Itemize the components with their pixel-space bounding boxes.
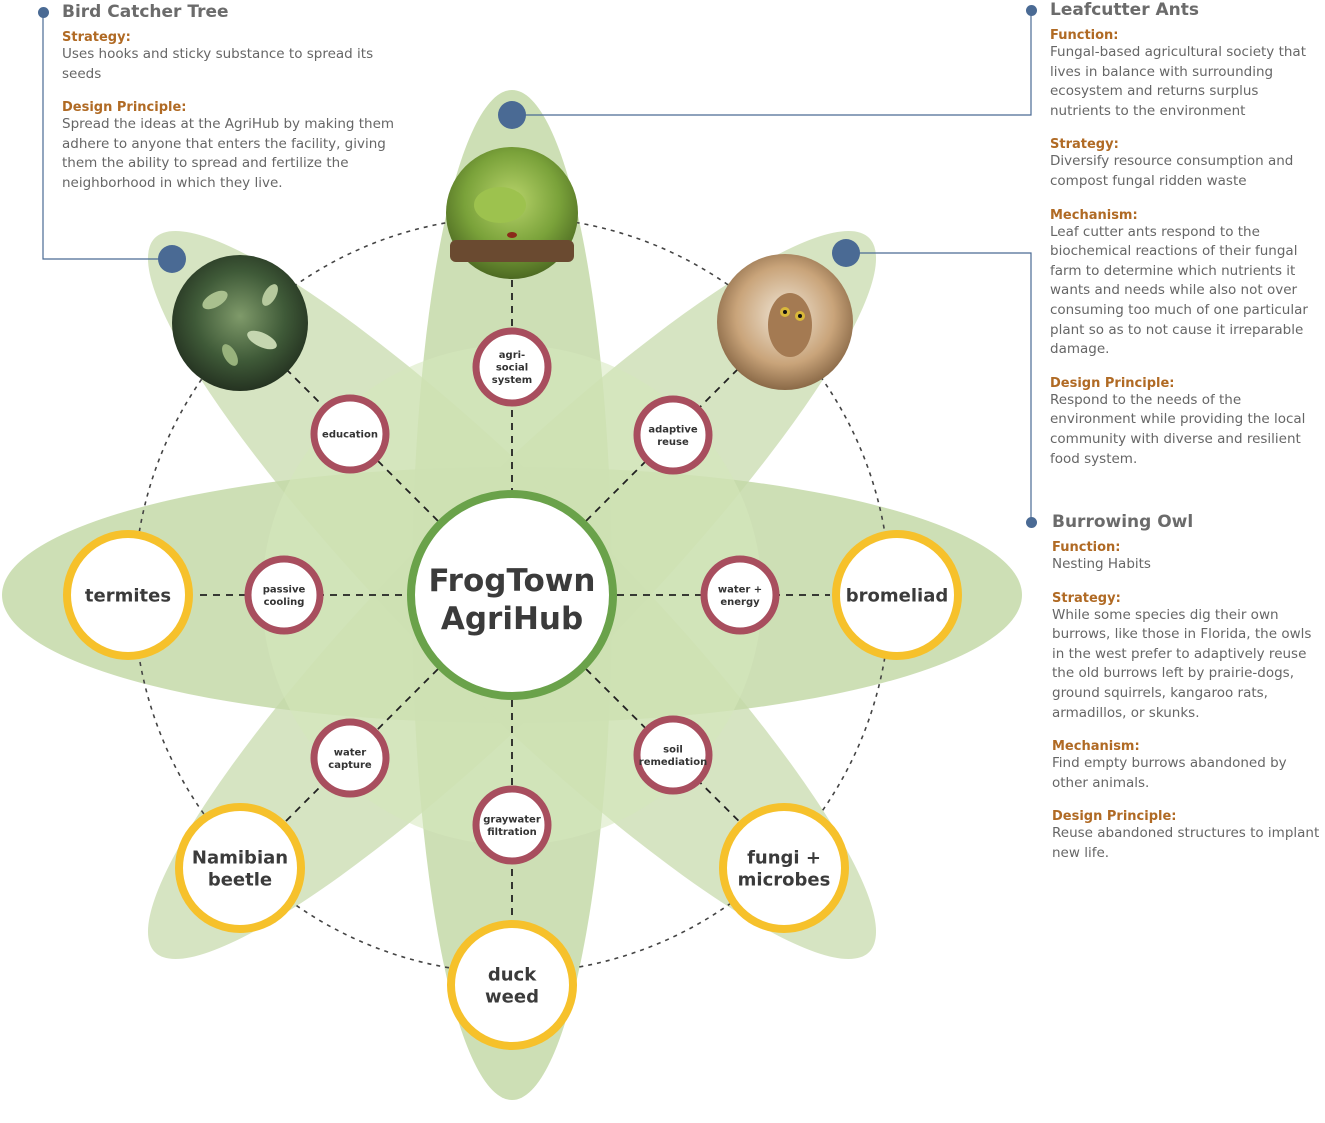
info-panel-bird-catcher-tree: Bird Catcher Tree Strategy:Uses hooks an… <box>38 2 412 210</box>
strategy-node-ring <box>633 395 713 475</box>
strategy-node-label: soil <box>663 744 683 755</box>
section-text: While some species dig their own burrows… <box>1052 606 1312 721</box>
strategy-node-label: water <box>334 747 367 758</box>
strategy-node-label: reuse <box>657 437 689 448</box>
section-label: Function: <box>1052 540 1121 555</box>
bullet-dot <box>1026 5 1037 16</box>
strategy-node-label: energy <box>720 597 760 608</box>
organism-node-ring <box>832 530 962 660</box>
organism-node-label: weed <box>485 986 539 1007</box>
organism-node-ring <box>63 530 193 660</box>
hub-title-line2: AgriHub <box>441 601 583 637</box>
section-text: Uses hooks and sticky substance to sprea… <box>62 46 374 82</box>
section-label: Design Principle: <box>1050 375 1175 391</box>
strategy-node-label: agri- <box>499 350 525 361</box>
organism-node-label: duck <box>488 964 537 985</box>
photo-bird-catcher-tree <box>172 255 308 391</box>
section-label: Strategy: <box>1050 137 1119 153</box>
organism-node-label: fungi + <box>747 847 821 868</box>
section-label: Strategy: <box>1052 590 1121 606</box>
strategy-node-ring <box>472 785 552 865</box>
organism-node-ring <box>175 803 305 933</box>
organism-node-label: beetle <box>208 869 272 890</box>
panel-title: Burrowing Owl <box>1052 512 1194 532</box>
organism-node-ring <box>719 803 849 933</box>
panel-title: Bird Catcher Tree <box>62 2 229 22</box>
leader-lines <box>42 12 1032 521</box>
section-text: Reuse abandoned structures to implant ne… <box>1052 825 1320 861</box>
organism-node-label: microbes <box>738 869 831 890</box>
strategy-node-label: graywater <box>483 814 541 825</box>
panel-title: Leafcutter Ants <box>1050 0 1199 20</box>
section-text: Respond to the needs of the environment … <box>1050 391 1306 467</box>
strategy-node-adaptive-reuse: adaptive reuse <box>633 395 713 475</box>
strategy-node-ring <box>310 394 390 474</box>
connector-dot-bird-catcher <box>158 245 186 273</box>
connector-dot-owl <box>832 239 860 267</box>
strategy-node-ring <box>472 327 552 407</box>
hub-title-line1: FrogTown <box>428 563 595 599</box>
section-label: Design Principle: <box>62 100 187 116</box>
section-label: Mechanism: <box>1050 207 1138 223</box>
strategy-node-water-energy: water + energy <box>700 555 780 635</box>
strategy-node-water-capture: water capture <box>310 718 390 798</box>
bullet-dot <box>38 7 49 18</box>
strategy-node-ring <box>633 715 713 795</box>
strategy-node-label: cooling <box>264 597 305 608</box>
strategy-node-label: system <box>492 375 532 386</box>
organism-node-termites: termites <box>63 530 193 660</box>
strategy-node-label: filtration <box>487 827 537 838</box>
strategy-node-ring <box>310 718 390 798</box>
section-text: Find empty burrows abandoned by other an… <box>1052 755 1287 791</box>
strategy-node-label: passive <box>263 584 306 595</box>
photo-burrowing-owl <box>717 254 853 390</box>
strategy-node-passive-cooling: passive cooling <box>244 555 324 635</box>
organism-node-ring <box>447 920 577 1050</box>
info-panel-leafcutter-ants: Leafcutter Ants Function:Fungal-based ag… <box>1026 0 1320 485</box>
organism-node-label: termites <box>85 585 171 606</box>
photo-leafcutter-ants <box>446 147 578 279</box>
section-text: Spread the ideas at the AgriHub by makin… <box>62 116 395 191</box>
strategy-node-label: social <box>496 363 528 374</box>
strategy-node-education: education <box>310 394 390 474</box>
organism-node-fungi-microbes: fungi +microbes <box>719 803 849 933</box>
organism-node-bromeliad: bromeliad <box>832 530 962 660</box>
strategy-node-soil-remediation: soil remediation <box>633 715 713 795</box>
strategy-node-ring <box>244 555 324 635</box>
strategy-node-label: adaptive <box>648 424 698 435</box>
section-label: Design Principle: <box>1052 809 1177 825</box>
section-label: Strategy: <box>62 30 131 45</box>
section-label: Mechanism: <box>1052 739 1140 755</box>
section-label: Function: <box>1050 28 1119 43</box>
strategy-node-ring <box>700 555 780 635</box>
strategy-node-label: water + <box>718 584 762 595</box>
strategy-node-label: education <box>322 430 378 441</box>
bullet-dot <box>1026 517 1037 528</box>
organism-node-label: Namibian <box>192 847 288 868</box>
organism-node-label: bromeliad <box>846 585 948 606</box>
section-text: Fungal-based agricultural society that l… <box>1050 44 1306 119</box>
section-text: Leaf cutter ants respond to the biochemi… <box>1050 223 1308 358</box>
hub-node: FrogTown AgriHub <box>407 490 617 700</box>
strategy-node-graywater-filtration: graywater filtration <box>472 785 552 865</box>
section-text: Nesting Habits <box>1052 556 1151 572</box>
strategy-node-label: remediation <box>639 757 707 768</box>
strategy-node-label: capture <box>328 760 372 771</box>
section-text: Diversify resource consumption and compo… <box>1050 153 1294 189</box>
connector-dot-leafcutter <box>498 101 526 129</box>
